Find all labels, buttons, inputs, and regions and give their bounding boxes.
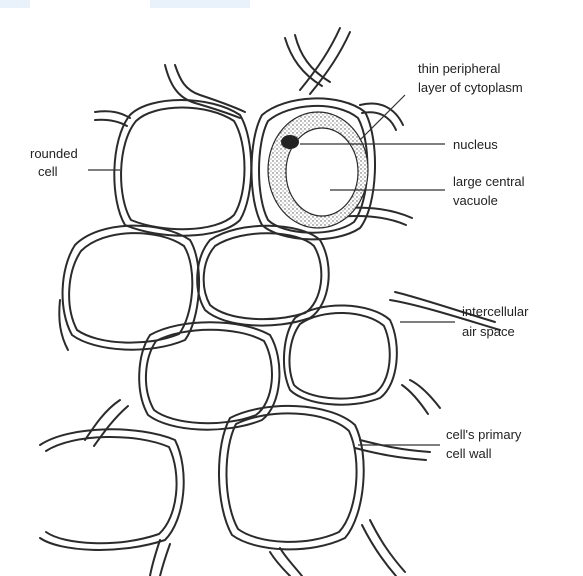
- label-cell-wall: cell wall: [446, 446, 492, 461]
- label-nucleus: nucleus: [453, 137, 498, 152]
- labels: thin peripheral layer of cytoplasm nucle…: [30, 61, 529, 461]
- label-layer-of-cytoplasm: layer of cytoplasm: [418, 80, 523, 95]
- rounded-cell: [114, 100, 251, 236]
- vacuole-cell-interior: [268, 112, 368, 228]
- label-thin-peripheral: thin peripheral: [418, 61, 500, 76]
- label-large-central: large central: [453, 174, 525, 189]
- label-cell: cell: [38, 164, 58, 179]
- label-cells-primary: cell's primary: [446, 427, 522, 442]
- nucleus-shape: [281, 135, 299, 149]
- label-air-space: air space: [462, 324, 515, 339]
- label-vacuole: vacuole: [453, 193, 498, 208]
- label-intercellular: intercellular: [462, 304, 529, 319]
- label-rounded: rounded: [30, 146, 78, 161]
- cell-wall-network: [59, 28, 500, 576]
